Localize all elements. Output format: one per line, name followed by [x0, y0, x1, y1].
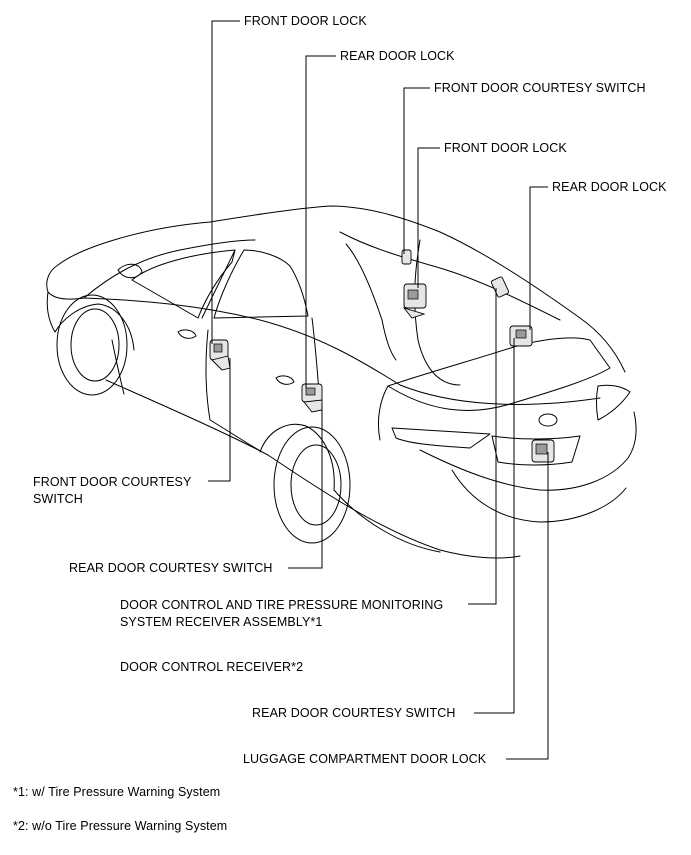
label-luggage-compartment-door-lock: LUGGAGE COMPARTMENT DOOR LOCK: [243, 752, 487, 766]
car-front-fascia: [46, 291, 135, 351]
car-windshield: [83, 239, 256, 299]
rear-quarter: [333, 385, 441, 553]
footnote-2: *2: w/o Tire Pressure Warning System: [13, 819, 228, 833]
luggage-compartment-door-lock-component: [531, 439, 555, 463]
leader-rear-door-lock-left: [305, 55, 336, 388]
label-front-door-lock-left: FRONT DOOR LOCK: [244, 14, 367, 28]
rear-door-lock-right-component: [509, 325, 533, 347]
rear-wheel-rim: [290, 444, 342, 526]
leader-rear-door-courtesy-switch-left: [288, 404, 323, 569]
car-rocker: [105, 379, 521, 559]
front-door-courtesy-switch-right-component: [401, 249, 412, 265]
leader-rear-door-lock-right: [529, 186, 548, 330]
label-front-door-lock-right: FRONT DOOR LOCK: [444, 141, 567, 155]
tail-light-left: [391, 427, 491, 449]
rear-wheel: [273, 426, 351, 544]
car-hood: [46, 264, 85, 300]
car-beltline: [83, 297, 601, 405]
front-wheel: [56, 294, 128, 396]
rear-bumper: [419, 411, 637, 491]
label-door-control-receiver: DOOR CONTROL RECEIVER*2: [120, 660, 304, 674]
footnote-1: *1: w/ Tire Pressure Warning System: [13, 785, 221, 799]
side-mirror: [117, 263, 143, 279]
car-rear-glass: [339, 231, 561, 321]
tail-light-right: [596, 384, 631, 421]
rear-door-lock-left-component: [301, 383, 323, 413]
front-wheel-rim: [70, 308, 120, 382]
door-control-receiver-component: [490, 276, 510, 298]
license-plate-recess: [491, 435, 581, 466]
label-door-control-receiver-assembly: DOOR CONTROL AND TIRE PRESSURE MONITORIN…: [120, 598, 444, 629]
car-front-window: [131, 249, 236, 319]
front-door-seam: [111, 339, 125, 395]
leader-front-door-lock-right: [417, 147, 440, 288]
front-door-lock-right-component: [402, 283, 427, 319]
leader-front-door-lock-left: [211, 20, 240, 344]
car-inner-pillar: [345, 243, 397, 361]
rear-door-seam: [205, 329, 263, 453]
front-door-lock-left-component: [209, 339, 231, 371]
front-door-handle: [177, 329, 197, 339]
rear-wheel-arch: [259, 423, 335, 491]
label-rear-door-courtesy-switch-right: REAR DOOR COURTESY SWITCH: [252, 706, 456, 720]
car-b-pillar: [201, 249, 236, 319]
leader-rear-door-courtesy-switch-right: [474, 338, 515, 714]
label-rear-door-courtesy-switch-left: REAR DOOR COURTESY SWITCH: [69, 561, 273, 575]
label-front-door-courtesy-switch-right: FRONT DOOR COURTESY SWITCH: [434, 81, 646, 95]
leader-door-control-receiver: [468, 288, 497, 605]
car-rear-window: [213, 249, 309, 319]
label-front-door-courtesy-switch-left: FRONT DOOR COURTESY SWITCH: [33, 475, 192, 506]
car-outline: [46, 205, 637, 559]
label-rear-door-lock-right: REAR DOOR LOCK: [552, 180, 667, 194]
rear-door-handle: [275, 375, 295, 385]
leader-front-door-courtesy-switch-left: [208, 358, 231, 482]
label-rear-door-lock-left: REAR DOOR LOCK: [340, 49, 455, 63]
rear-emblem: [538, 413, 558, 427]
car-c-pillar: [414, 239, 461, 386]
rear-bumper-lower: [451, 469, 627, 523]
leader-lines: [208, 20, 549, 760]
leader-luggage-compartment-door-lock: [506, 452, 549, 760]
car-roof-line: [57, 205, 626, 373]
trunk-lid: [387, 337, 611, 411]
leader-front-door-courtesy-switch-right: [403, 87, 430, 254]
